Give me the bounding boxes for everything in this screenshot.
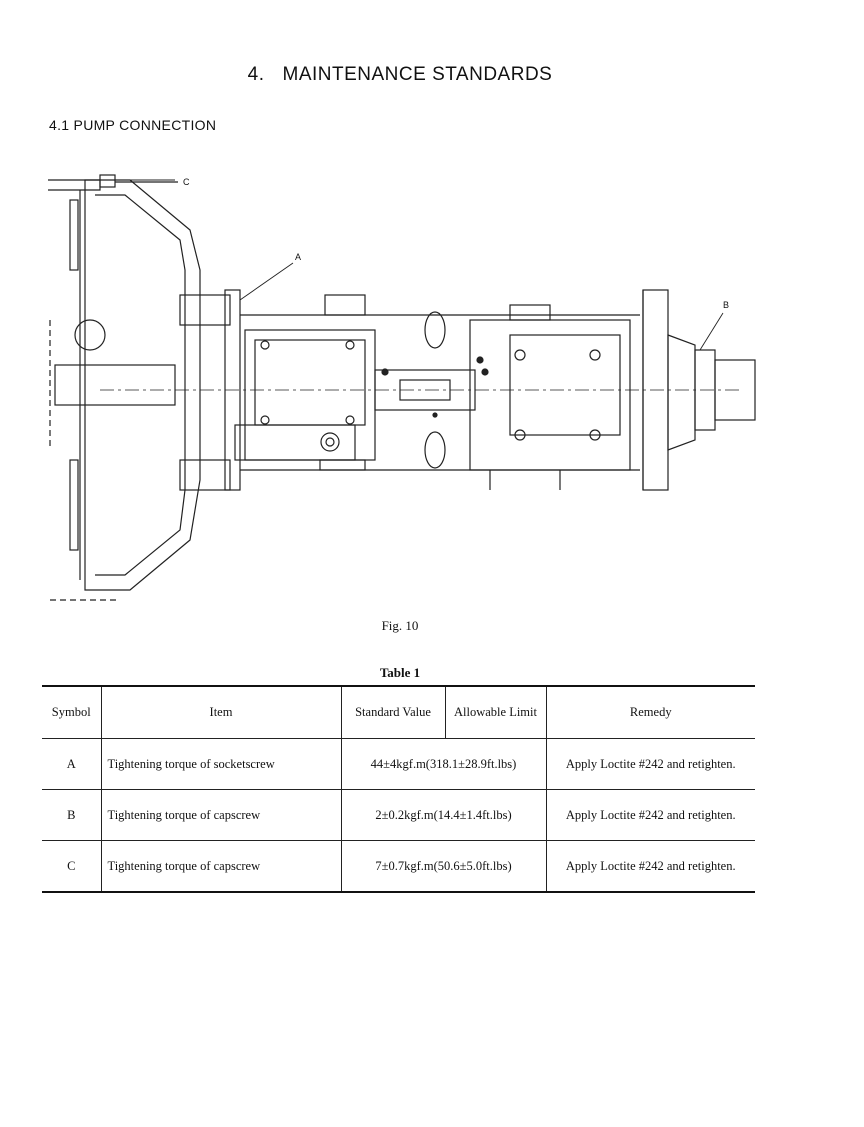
row-item: Tightening torque of capscrew — [100, 840, 341, 892]
callout-c: C — [183, 177, 190, 187]
section-number: 4. — [247, 64, 265, 85]
row-remedy: Apply Loctite #242 and retighten. — [545, 789, 755, 841]
row-symbol: C — [67, 858, 76, 873]
row-item: Tightening torque of socketscrew — [100, 738, 341, 790]
row-value: 44±4kgf.m(318.1±28.9ft.lbs) — [340, 738, 546, 790]
table-row: A Tightening torque of socketscrew 44±4k… — [42, 738, 755, 790]
figure-caption: Fig. 10 — [381, 618, 419, 633]
table-row: B Tightening torque of capscrew 2±0.2kgf… — [42, 789, 755, 841]
row-item: Tightening torque of capscrew — [100, 789, 341, 841]
row-value: 7±0.7kgf.m(50.6±5.0ft.lbs) — [340, 840, 546, 892]
header-item: Item — [100, 686, 341, 739]
row-remedy: Apply Loctite #242 and retighten. — [545, 840, 755, 892]
gear-pump — [642, 289, 756, 491]
section-title: MAINTENANCE STANDARDS — [282, 64, 553, 85]
header-symbol: Symbol — [51, 705, 91, 719]
adapter-block — [100, 289, 740, 491]
callout-leaders — [115, 179, 724, 351]
flywheel-housing — [48, 174, 201, 601]
row-symbol: B — [67, 807, 76, 822]
row-remedy: Apply Loctite #242 and retighten. — [545, 738, 755, 790]
maintenance-table: Symbol Item Standard Value Allowable Lim… — [42, 685, 755, 893]
pump-connection-drawing: C A B — [48, 174, 756, 601]
callout-b: B — [723, 300, 729, 310]
subsection-heading: 4.1 PUMP CONNECTION — [49, 117, 217, 133]
header-remedy: Remedy — [545, 686, 755, 739]
header-allowable-limit: Allowable Limit — [444, 686, 546, 739]
row-symbol: A — [66, 756, 76, 771]
callout-a: A — [295, 252, 301, 262]
page-title: 4. MAINTENANCE STANDARDS — [0, 64, 800, 86]
shaft-coupling — [374, 311, 489, 469]
table-caption: Table 1 — [379, 665, 421, 680]
table-header-row: Symbol Item Standard Value Allowable Lim… — [42, 686, 755, 739]
pump-rear — [469, 304, 631, 490]
pump-front — [234, 294, 376, 471]
table-row: C Tightening torque of capscrew 7±0.7kgf… — [42, 840, 755, 892]
row-value: 2±0.2kgf.m(14.4±1.4ft.lbs) — [340, 789, 546, 841]
header-standard-value: Standard Value — [340, 686, 445, 739]
callout-labels: C A B — [183, 177, 729, 310]
